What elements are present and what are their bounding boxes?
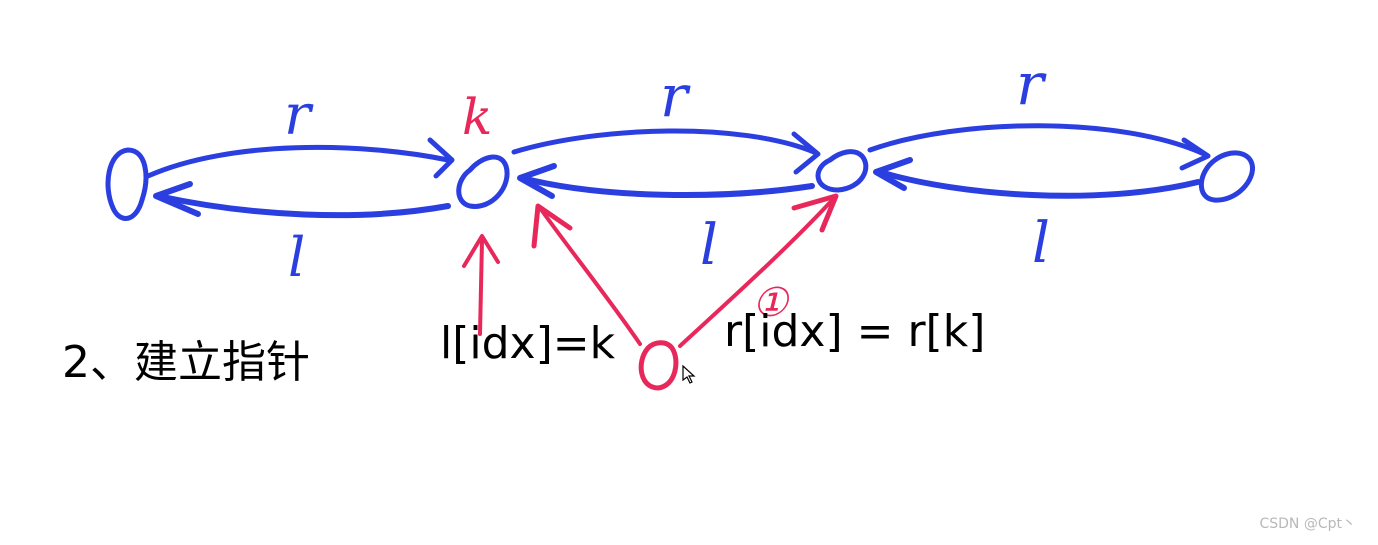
r-label-1: r xyxy=(284,83,314,148)
r-label-2: r xyxy=(660,62,691,130)
l-arrow-1 xyxy=(155,193,451,219)
l-arrowhead-2 xyxy=(517,163,557,199)
cursor-icon xyxy=(682,364,696,384)
l-arrowhead-3 xyxy=(873,157,913,191)
r-arrowhead-3 xyxy=(1179,137,1211,171)
left-pointer-equation: l[idx]=k xyxy=(440,318,616,369)
l-arrowhead-1 xyxy=(153,181,201,217)
new-r-pointer xyxy=(678,194,838,348)
r-arrow-1 xyxy=(145,144,451,179)
new-r-arrowhead xyxy=(791,193,839,233)
r-label-3: r xyxy=(1016,50,1047,118)
l-label-2: l xyxy=(700,213,718,278)
r-arrowhead-1 xyxy=(427,137,455,179)
node-k xyxy=(456,154,510,209)
step-mark: ① xyxy=(752,280,790,326)
r-arrowhead-2 xyxy=(791,131,821,175)
watermark-text: CSDN @Cpt丶 xyxy=(1259,516,1356,532)
l-label-3: l xyxy=(1032,211,1050,276)
node-3 xyxy=(815,149,869,193)
caption-text: 2、建立指针 xyxy=(62,337,310,388)
k-marker-arrowhead xyxy=(462,234,500,268)
right-pointer-equation: r[idx] = r[k] xyxy=(724,306,986,357)
l-arrow-3 xyxy=(877,169,1201,199)
new-l-pointer xyxy=(538,206,642,346)
r-arrow-2 xyxy=(511,128,817,155)
k-label: k xyxy=(462,88,492,146)
node-4 xyxy=(1198,150,1255,203)
r-arrow-3 xyxy=(867,123,1207,157)
node-1 xyxy=(105,147,149,221)
new-l-arrowhead xyxy=(531,203,573,249)
l-arrow-2 xyxy=(519,175,815,199)
new-node-idx xyxy=(638,340,679,391)
k-marker-arrow xyxy=(478,238,484,336)
l-label-1: l xyxy=(288,226,305,289)
